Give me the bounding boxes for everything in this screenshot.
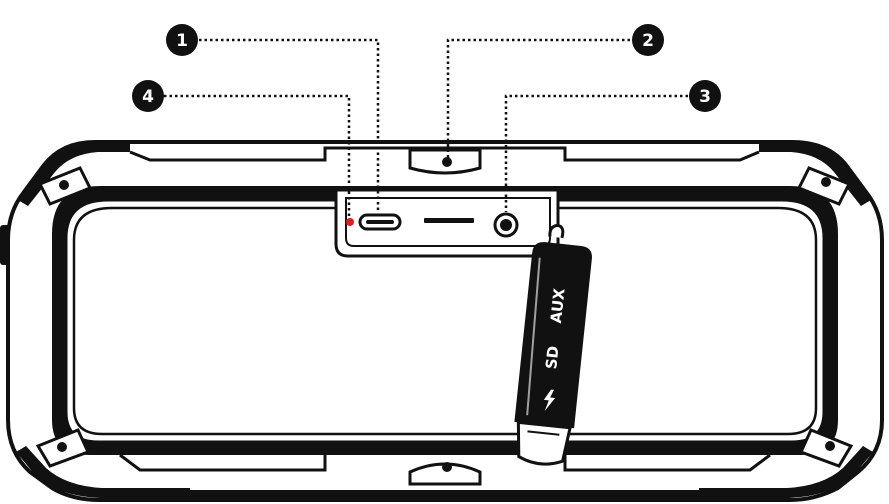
bumper-bottom-left <box>16 446 190 498</box>
bottom-bar <box>190 490 699 498</box>
leader-3 <box>504 94 688 212</box>
cap-label-aux: AUX <box>547 287 569 324</box>
strap-loop-top <box>408 148 482 175</box>
callout-3: 3 <box>689 80 721 112</box>
lightning-icon <box>543 389 556 412</box>
callout-number: 1 <box>176 31 188 51</box>
top-rim <box>129 146 760 162</box>
bumper-top-right <box>759 143 871 206</box>
aux-jack <box>493 212 519 238</box>
leader-1 <box>199 38 380 212</box>
callout-number: 2 <box>642 31 654 51</box>
indicator-light <box>346 218 354 226</box>
callout-4: 4 <box>132 80 164 112</box>
leader-2 <box>446 38 630 158</box>
port-cap: AUX SD <box>514 223 592 466</box>
strap-loop-bottom <box>408 462 482 486</box>
bottom-rim <box>119 453 771 472</box>
corner-mount-top-left <box>37 166 93 206</box>
leader-4 <box>164 94 351 216</box>
cap-label-sd: SD <box>542 345 562 370</box>
corner-mount-top-right <box>796 166 852 206</box>
callout-2: 2 <box>632 24 664 56</box>
sd-card-slot <box>424 218 474 223</box>
callout-leaders <box>164 38 688 216</box>
bumper-top-left <box>18 143 130 206</box>
callout-1: 1 <box>166 24 198 56</box>
grille-panel <box>64 198 826 444</box>
corner-mount-bottom-left <box>35 428 91 468</box>
bumper-bottom-right <box>699 446 873 498</box>
grille-inner-line <box>72 206 818 436</box>
corner-mount-bottom-right <box>798 428 854 468</box>
callout-number: 4 <box>142 87 154 107</box>
callout-number: 3 <box>699 87 711 107</box>
